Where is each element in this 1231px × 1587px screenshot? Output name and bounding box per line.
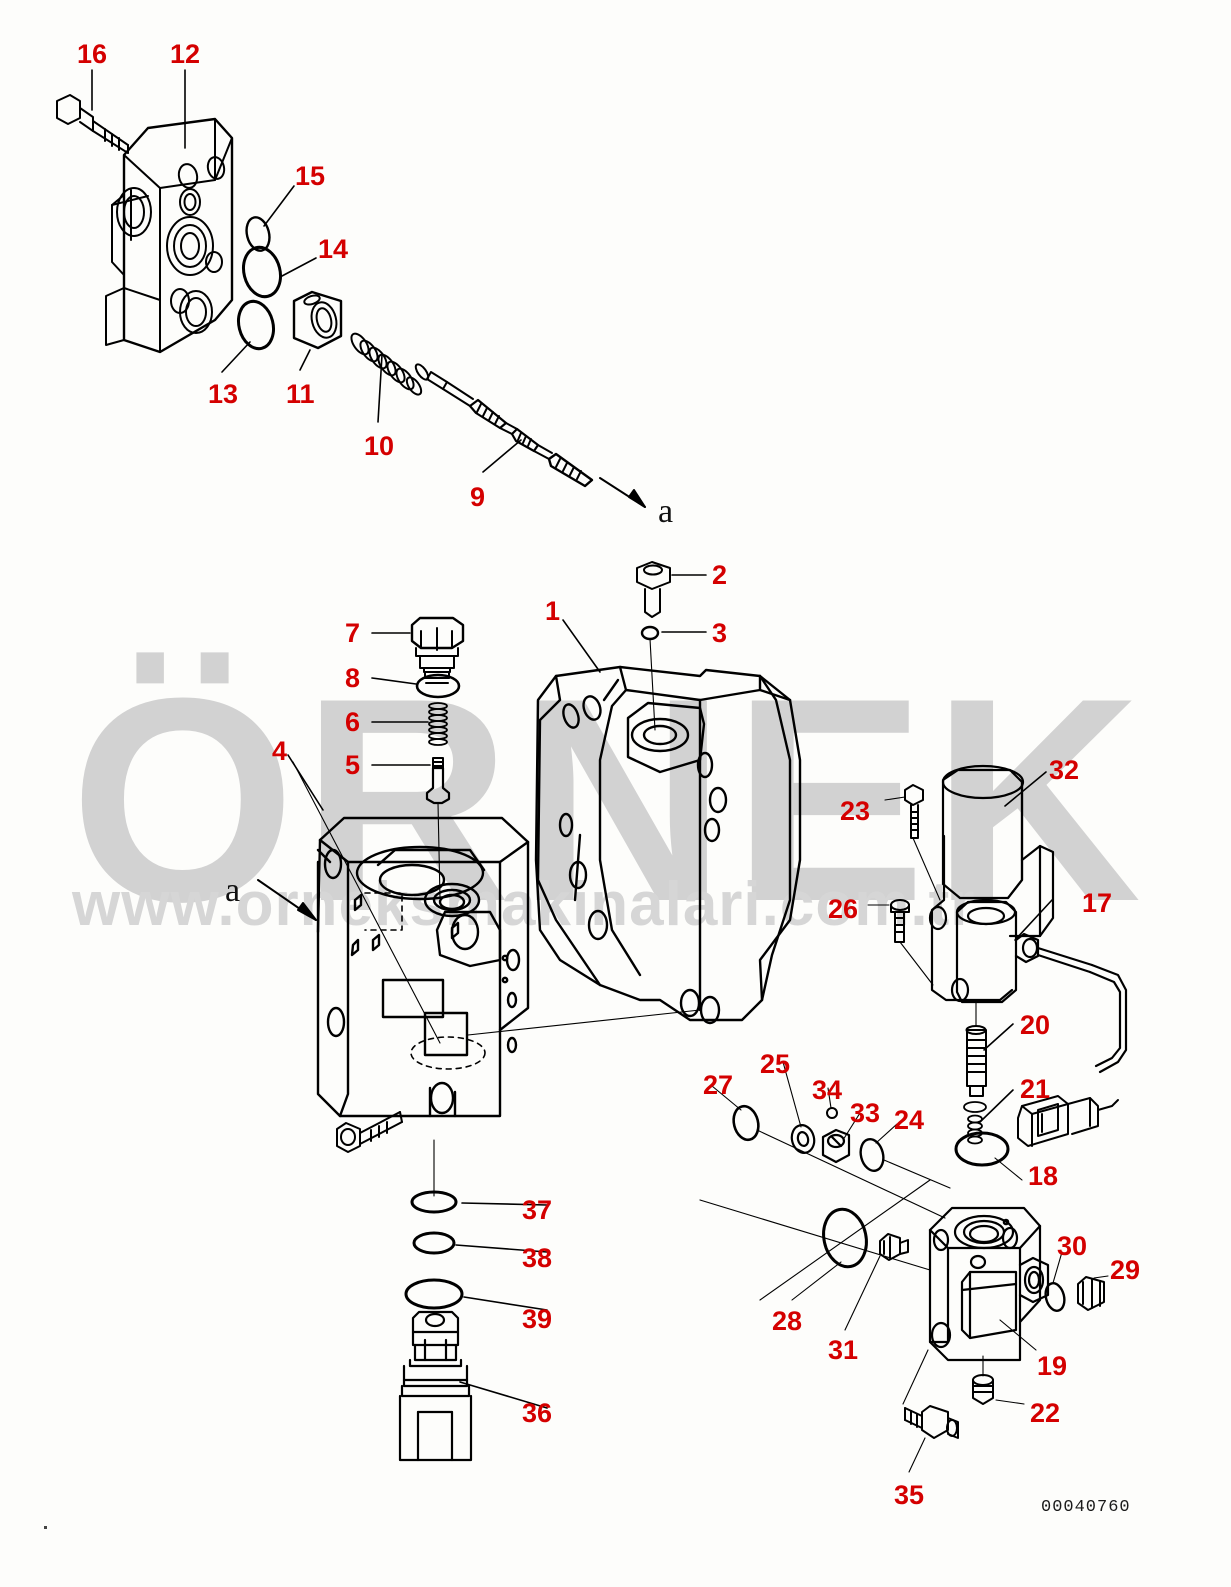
callout-26[interactable]: 26 [828, 894, 859, 924]
drawing-code: 00040760 [1041, 1498, 1131, 1517]
callout-15[interactable]: 15 [295, 161, 326, 191]
leader-body-to-block [467, 1009, 701, 1036]
part-12-valve-body [105, 117, 234, 354]
leader-4-to-body [292, 761, 441, 1044]
section-marker-a-bottom: a [225, 872, 241, 909]
part-20-valve-spool [965, 1025, 987, 1097]
callout-29[interactable]: 29 [1110, 1255, 1141, 1285]
part-34-ball [826, 1107, 838, 1119]
part-7-plug [410, 616, 465, 684]
part-2-bolt [636, 561, 671, 618]
section-marker-a-top: a [658, 493, 674, 530]
part-22-plug [972, 1374, 994, 1405]
callout-31[interactable]: 31 [828, 1335, 859, 1365]
part-24-oring [859, 1138, 885, 1172]
callout-10[interactable]: 10 [364, 431, 395, 461]
part-bolt-lower-left [336, 1111, 403, 1153]
part-8-oring [415, 673, 461, 699]
part-17-solenoid [955, 898, 1128, 1074]
callout-8[interactable]: 8 [345, 663, 361, 693]
callout-20[interactable]: 20 [1020, 1010, 1051, 1040]
callout-28[interactable]: 28 [772, 1306, 803, 1336]
part-29-plug [1077, 1276, 1105, 1311]
callout-39[interactable]: 39 [522, 1304, 553, 1334]
callout-11[interactable]: 11 [286, 379, 315, 409]
callout-35[interactable]: 35 [894, 1480, 925, 1510]
part-19-manifold-block [928, 1206, 1050, 1362]
callout-25[interactable]: 25 [760, 1049, 791, 1079]
part-3-oring [640, 625, 660, 641]
part-16-bolt [56, 94, 129, 154]
section-arrow-top [599, 477, 646, 508]
callout-17[interactable]: 17 [1082, 888, 1113, 918]
callout-36[interactable]: 36 [522, 1398, 553, 1428]
callout-12[interactable]: 12 [170, 39, 201, 69]
part-25-washer [790, 1124, 816, 1154]
part-38-oring [412, 1231, 456, 1255]
part-14-oring [242, 245, 282, 299]
part-26-screw [890, 899, 910, 943]
watermark-url-text: www.orneksmakinalari.com.tr [71, 870, 975, 939]
leader-18 [994, 1157, 1023, 1181]
part-28-oring [822, 1207, 868, 1269]
callout-37[interactable]: 37 [522, 1195, 553, 1225]
part-35-bolt [904, 1405, 959, 1439]
part-18-oring [954, 1131, 1010, 1167]
part-6-spring [428, 702, 448, 746]
callout-38[interactable]: 38 [522, 1243, 553, 1273]
callout-24[interactable]: 24 [894, 1105, 925, 1135]
callout-9[interactable]: 9 [470, 482, 486, 512]
part-10-spring [350, 332, 430, 396]
part-32-bracket [928, 764, 1055, 1003]
callout-2[interactable]: 2 [712, 560, 728, 590]
callout-3[interactable]: 3 [712, 618, 728, 648]
corner-registration-dot [44, 1526, 47, 1529]
callout-34[interactable]: 34 [812, 1075, 843, 1105]
callout-21[interactable]: 21 [1020, 1074, 1051, 1104]
callout-leader-lines [91, 69, 1053, 1409]
part-9-spool [426, 371, 594, 488]
part-5-poppet [425, 757, 451, 805]
callout-19[interactable]: 19 [1037, 1351, 1068, 1381]
part-1-main-housing [534, 665, 802, 1025]
callout-13[interactable]: 13 [208, 379, 239, 409]
callout-33[interactable]: 33 [850, 1098, 881, 1128]
callout-32[interactable]: 32 [1049, 755, 1080, 785]
part-36-cartridge-valve [398, 1310, 473, 1462]
part-33-nut [821, 1128, 851, 1164]
part-11-sleeve [292, 290, 343, 350]
callout-30[interactable]: 30 [1057, 1231, 1088, 1261]
part-39-oring [404, 1278, 464, 1310]
part-30-oring [1044, 1282, 1066, 1312]
part-23-bolt [904, 784, 924, 839]
part-31-plug [879, 1233, 909, 1261]
part-15-oring [245, 216, 271, 252]
wire-harness-connector [1017, 1095, 1119, 1147]
part-27-oring [732, 1104, 760, 1142]
callout-5[interactable]: 5 [345, 750, 361, 780]
callout-22[interactable]: 22 [1030, 1398, 1061, 1428]
callout-6[interactable]: 6 [345, 707, 361, 737]
callout-23[interactable]: 23 [840, 796, 871, 826]
callout-14[interactable]: 14 [318, 234, 349, 264]
callout-4[interactable]: 4 [272, 736, 288, 766]
section-arrow-bottom [257, 879, 317, 921]
callout-18[interactable]: 18 [1028, 1161, 1059, 1191]
part-4-valve-block [316, 816, 530, 1118]
callout-27[interactable]: 27 [703, 1070, 734, 1100]
callout-1[interactable]: 1 [545, 596, 561, 626]
callout-7[interactable]: 7 [345, 618, 361, 648]
callout-16[interactable]: 16 [77, 39, 108, 69]
leader-3-to-body [649, 638, 656, 731]
part-13-oring [237, 299, 275, 351]
